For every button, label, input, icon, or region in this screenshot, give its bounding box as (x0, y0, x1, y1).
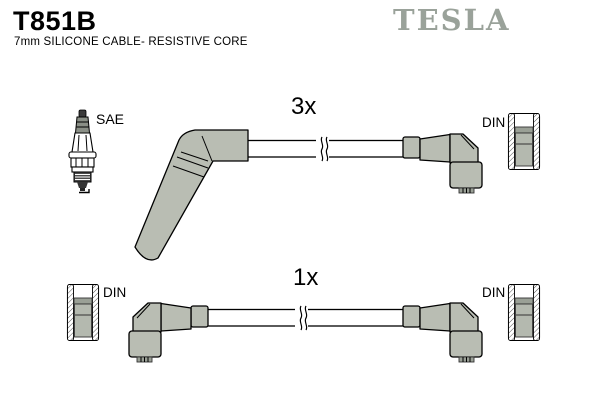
product-description: 7mm SILICONE CABLE- RESISTIVE CORE (14, 36, 248, 48)
cable-break-icon (320, 136, 329, 162)
quantity-label-bottom: 1x (293, 264, 319, 291)
spark-plug-icon (68, 109, 97, 194)
din-terminal-icon (507, 112, 541, 171)
din-label-bottom-left: DIN (103, 285, 127, 300)
din-label-top-right: DIN (482, 115, 506, 130)
angled-boot-icon (134, 129, 249, 261)
part-number: T851B (13, 6, 97, 36)
cable-assembly-bottom (66, 283, 541, 363)
din-terminal-icon (66, 283, 100, 342)
cable-break-icon (299, 305, 308, 331)
sae-label: SAE (96, 111, 125, 127)
quantity-label-top: 3x (291, 93, 317, 120)
brand-logo: TESLA (393, 3, 511, 37)
elbow-boot-icon (128, 302, 209, 363)
elbow-boot-icon (402, 302, 483, 363)
cable-assembly-top (134, 112, 541, 261)
din-label-bottom-right: DIN (482, 285, 506, 300)
elbow-boot-icon (402, 133, 483, 194)
din-terminal-icon (507, 283, 541, 342)
